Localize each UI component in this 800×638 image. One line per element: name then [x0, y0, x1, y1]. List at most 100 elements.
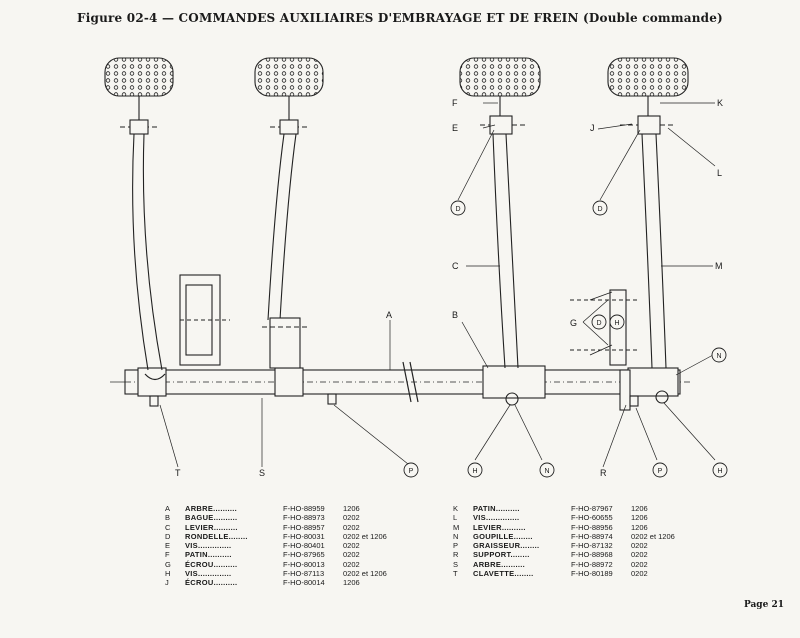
legend-code: 0202: [631, 541, 648, 551]
legend-reference: F-HO-60655: [571, 513, 613, 523]
legend-code: 0202: [343, 513, 360, 523]
legend-code: 1206: [343, 578, 360, 588]
legend-part-name: LEVIER..........: [473, 522, 526, 532]
legend-key: R: [453, 550, 459, 560]
legend-key: C: [165, 522, 171, 532]
callout-d-right: D: [597, 206, 602, 213]
callout-h-right: H: [717, 468, 722, 475]
callout-r: R: [600, 468, 607, 478]
legend-key: L: [453, 513, 458, 523]
left-brake-pedal: [254, 57, 324, 369]
legend-code: 1206: [343, 504, 360, 513]
legend-code: 1206: [631, 513, 648, 523]
legend-key: G: [165, 559, 171, 569]
legend-row: R SUPPORT........ F-HO-88968 0202: [453, 550, 691, 559]
legend-reference: F-HO-80031: [283, 531, 325, 541]
legend-part-name: RONDELLE........: [185, 531, 248, 541]
legend-part-name: ARBRE..........: [473, 559, 526, 569]
legend-row: F PATIN.......... F-HO-87965 0202: [165, 550, 403, 559]
legend-code: 0202: [343, 522, 360, 532]
legend-key: B: [165, 513, 171, 523]
legend-code: 0202: [343, 541, 360, 551]
legend-part-name: PATIN..........: [473, 504, 520, 513]
legend-reference: F-HO-87965: [283, 550, 325, 560]
legend-reference: F-HO-87967: [571, 504, 613, 513]
callout-s: S: [259, 468, 265, 478]
callout-e: E: [452, 123, 458, 133]
legend-row: B BAGUE.......... F-HO-88973 0202: [165, 513, 403, 522]
legend-key: S: [453, 559, 459, 569]
legend-reference: F-HO-88957: [283, 522, 325, 532]
callout-t: T: [175, 468, 181, 478]
legend-key: F: [165, 550, 170, 560]
legend-key: K: [453, 504, 459, 513]
legend-row: N GOUPILLE........ F-HO-88974 0202 et 1206: [453, 532, 691, 541]
legend-key: N: [453, 531, 459, 541]
legend-reference: F-HO-88968: [571, 550, 613, 560]
pedal-assembly-diagram: F E D C A B J D K L M G D H N T S P H N …: [104, 57, 728, 478]
legend-part-name: CLAVETTE........: [473, 569, 534, 579]
legend-reference: F-HO-87113: [283, 569, 325, 579]
callout-f: F: [452, 98, 458, 108]
callout-k: K: [717, 98, 723, 108]
left-clutch-pedal: [104, 57, 174, 371]
callout-j: J: [590, 123, 595, 133]
legend-part-name: VIS..............: [185, 541, 232, 551]
callout-l: L: [717, 168, 722, 178]
legend-part-name: ÉCROU..........: [185, 578, 238, 588]
legend-reference: F-HO-88972: [571, 559, 613, 569]
legend-code: 0202: [343, 559, 360, 569]
callout-n-bottom: N: [544, 468, 549, 475]
callout-d-left: D: [455, 206, 460, 213]
legend-reference: F-HO-87132: [571, 541, 613, 551]
legend-key: T: [453, 569, 458, 579]
legend-code: 0202 et 1206: [343, 531, 387, 541]
legend-code: 0202: [343, 550, 360, 560]
legend-part-name: BAGUE..........: [185, 513, 238, 523]
legend-part-name: SUPPORT........: [473, 550, 530, 560]
legend-reference: F-HO-88973: [283, 513, 325, 523]
legend-reference: F-HO-88974: [571, 531, 613, 541]
main-shaft: [110, 361, 690, 403]
legend-key: D: [165, 531, 171, 541]
legend-part-name: VIS..............: [185, 569, 232, 579]
legend-reference: F-HO-88959: [283, 504, 325, 513]
legend-code: 0202 et 1206: [631, 531, 675, 541]
legend-key: E: [165, 541, 171, 551]
legend-key: J: [165, 578, 169, 588]
clutch-lever-c: [459, 57, 541, 369]
legend-reference: F-HO-80013: [283, 559, 325, 569]
page-number: Page 21: [743, 600, 784, 610]
callout-b: B: [452, 310, 458, 320]
callout-c: C: [452, 261, 459, 271]
legend-part-name: PATIN..........: [185, 550, 232, 560]
legend-code: 0202: [631, 550, 648, 560]
legend-key: P: [453, 541, 459, 551]
callout-labels: F E D C A B J D K L M G D H N T S P H N …: [175, 98, 723, 478]
legend-part-name: GOUPILLE........: [473, 531, 533, 541]
figure-title: Figure 02-4 — COMMANDES AUXILIAIRES D'EM…: [77, 11, 723, 25]
legend-key: M: [453, 522, 460, 532]
legend-code: 0202: [631, 569, 648, 579]
legend-row: D RONDELLE........ F-HO-80031 0202 et 1206: [165, 532, 403, 541]
callout-circles: [403, 200, 728, 478]
callout-h-left: H: [472, 468, 477, 475]
callout-d-g: D: [596, 320, 601, 327]
callout-n: N: [716, 353, 721, 360]
legend-reference: F-HO-88956: [571, 522, 613, 532]
callout-g: G: [570, 318, 577, 328]
